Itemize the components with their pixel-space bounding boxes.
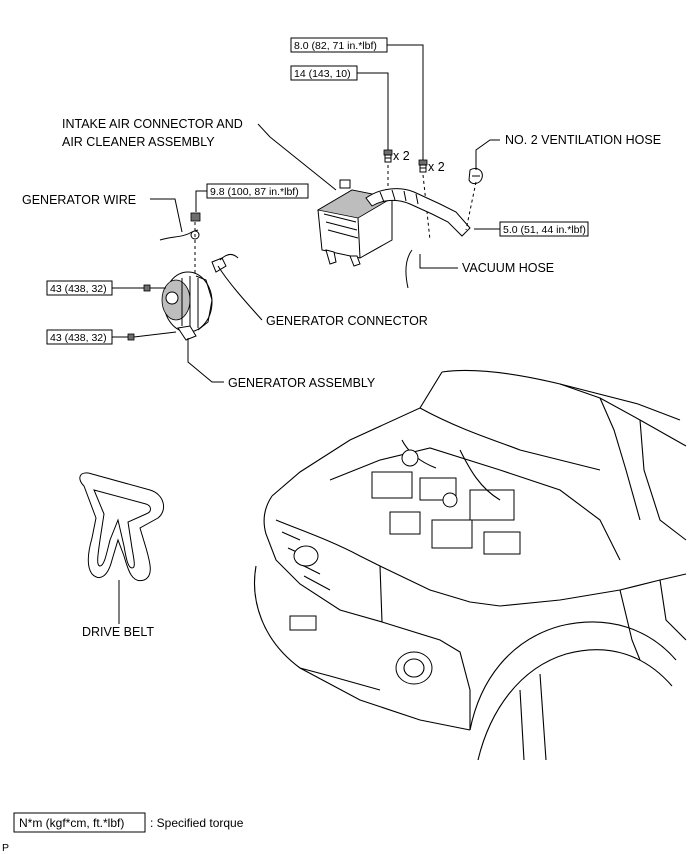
generator-assembly-illustration (161, 271, 213, 341)
generator-connector-illustration (211, 253, 263, 321)
torque-value-8-0: 8.0 (82, 71 in.*lbf) (294, 40, 377, 52)
air-cleaner-assembly-illustration (269, 136, 471, 267)
quantity-x2-b: x 2 (428, 160, 445, 174)
torque-value-9-8: 9.8 (100, 87 in.*lbf) (210, 186, 299, 198)
generator-bolt-lower-icon (127, 331, 177, 341)
torque-value-43-lower: 43 (438, 32) (50, 332, 107, 344)
torque-callout-bolt-14: 14 (143, 10) (290, 65, 389, 150)
vacuum-hose-illustration (405, 249, 458, 289)
label-vacuum-hose: VACUUM HOSE (462, 261, 554, 275)
torque-callout-generator-bolt-upper: 43 (438, 32) (46, 280, 144, 296)
vehicle-front-illustration (253, 369, 687, 761)
torque-legend: N*m (kgf*cm, ft.*lbf) : Specified torque (13, 812, 244, 833)
torque-callout-generator-bolt-lower: 43 (438, 32) (46, 329, 128, 345)
label-no2-ventilation-hose: NO. 2 VENTILATION HOSE (505, 133, 661, 147)
legend-unit-box: N*m (kgf*cm, ft.*lbf) (19, 816, 124, 830)
label-intake-air-connector: INTAKE AIR CONNECTOR AND (62, 117, 243, 131)
bolt-14-icon: x 2 (383, 149, 410, 163)
torque-callout-ventilation-clamp: 5.0 (51, 44 in.*lbf) (474, 221, 589, 237)
torque-value-14: 14 (143, 10) (294, 68, 351, 80)
label-generator-assembly: GENERATOR ASSEMBLY (228, 376, 376, 390)
label-generator-wire: GENERATOR WIRE (22, 193, 136, 207)
generator-wire-illustration (150, 198, 201, 280)
legend-description: : Specified torque (150, 816, 244, 830)
torque-callout-generator-wire-nut: 9.8 (100, 87 in.*lbf) (195, 183, 309, 212)
corner-mark: P (2, 842, 9, 854)
torque-value-5-0: 5.0 (51, 44 in.*lbf) (503, 224, 586, 236)
drive-belt-illustration (79, 472, 165, 624)
torque-callout-bolt-8-0: 8.0 (82, 71 in.*lbf) (290, 37, 424, 160)
generator-bolt-upper-icon (143, 284, 166, 292)
label-drive-belt: DRIVE BELT (82, 625, 154, 639)
label-generator-connector: GENERATOR CONNECTOR (266, 314, 428, 328)
torque-value-43-upper: 43 (438, 32) (50, 283, 107, 295)
quantity-x2-a: x 2 (393, 149, 410, 163)
bolt-8-0-icon: x 2 (418, 159, 445, 174)
label-air-cleaner-assembly: AIR CLEANER ASSEMBLY (62, 135, 215, 149)
ventilation-hose-illustration (465, 139, 500, 231)
